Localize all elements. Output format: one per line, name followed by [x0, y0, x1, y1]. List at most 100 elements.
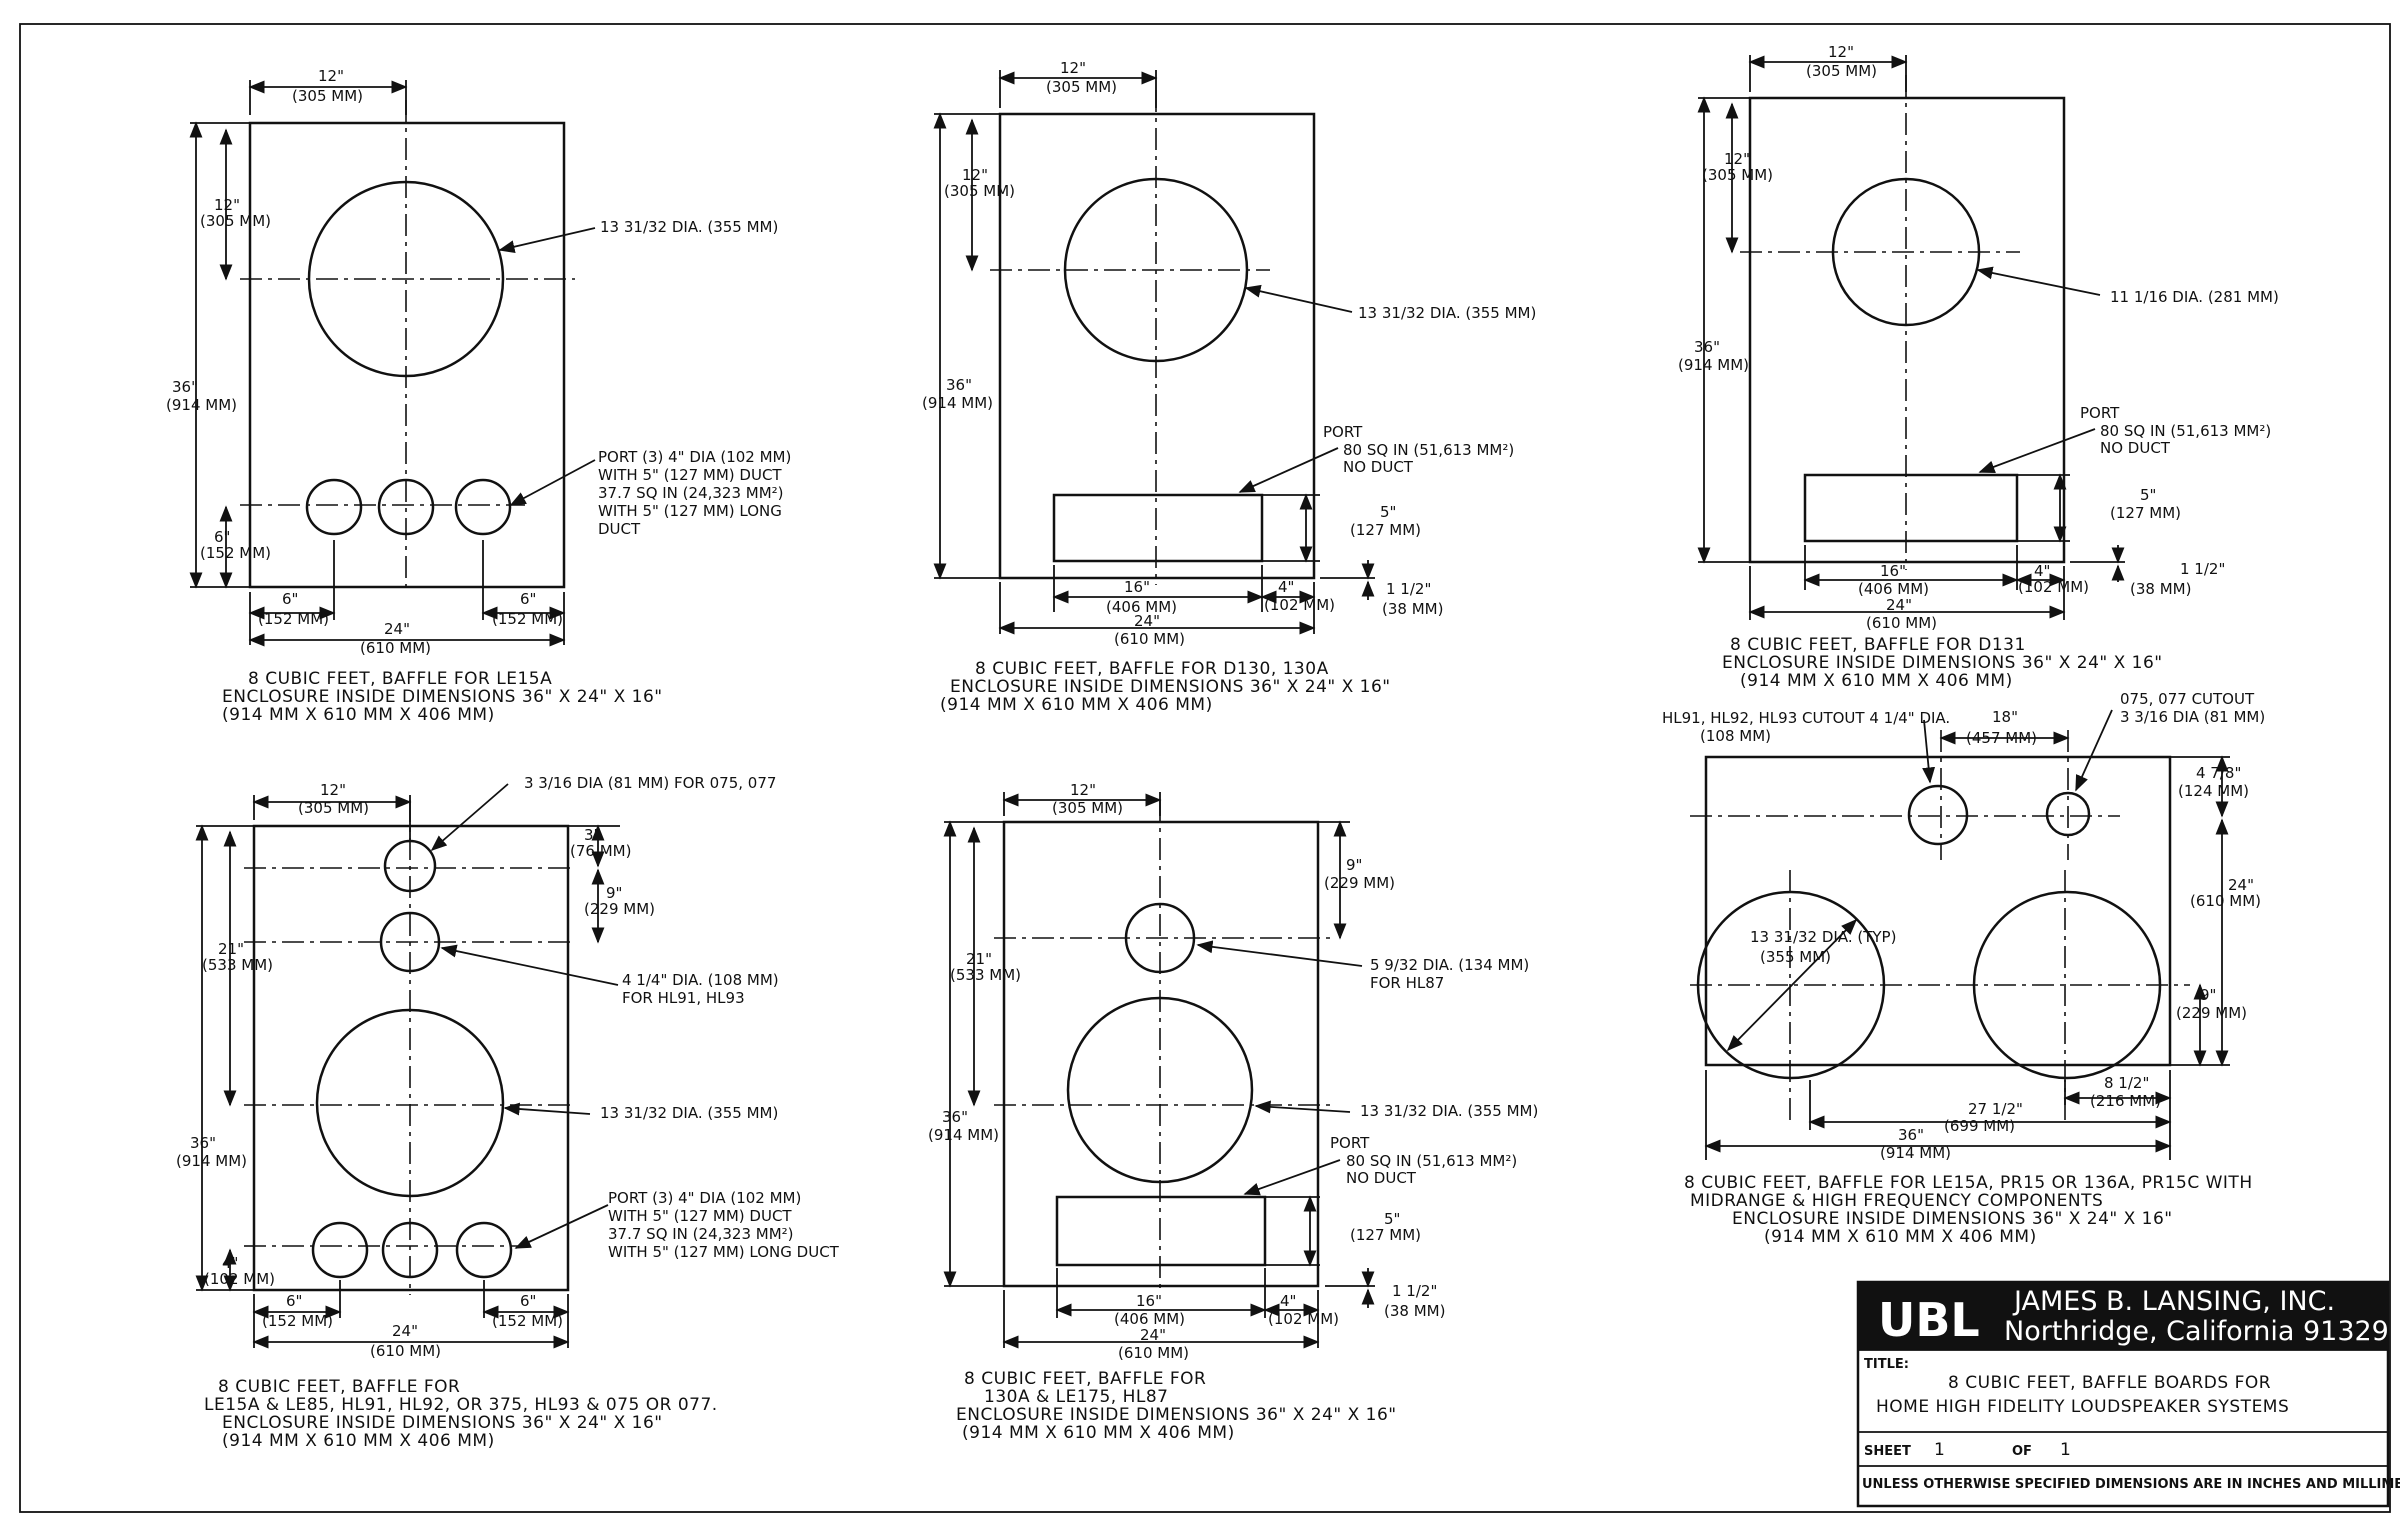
caption-line: ENCLOSURE INSIDE DIMENSIONS 36" X 24" X … [222, 687, 663, 707]
dim-text: (457 MM) [1966, 729, 2037, 747]
panel-horizontal: 13 31/32 DIA. (TYP) (355 MM) HL91, HL92,… [1662, 690, 2265, 1247]
dim-text: (914 MM) [176, 1152, 247, 1170]
dim-text: 3" [584, 826, 600, 844]
port-label: PORT (3) 4" DIA (102 MM) [598, 448, 791, 466]
dim-text: (406 MM) [1858, 580, 1929, 598]
dim-text: 12" [1060, 59, 1086, 77]
baffle-outline [998, 112, 1316, 580]
baffle-outline [1704, 755, 2172, 1067]
dim-text: 16" [1880, 562, 1906, 580]
dim-text: (216 MM) [2090, 1092, 2161, 1110]
port-label: NO DUCT [1343, 458, 1414, 476]
caption-line: (914 MM X 610 MM X 406 MM) [940, 695, 1213, 715]
dim-text: 5" [1384, 1210, 1400, 1228]
caption-line: (914 MM X 610 MM X 406 MM) [222, 1431, 495, 1451]
caption-line: ENCLOSURE INSIDE DIMENSIONS 36" X 24" X … [1722, 653, 2163, 673]
port-hole [305, 478, 363, 536]
dim-text: 12" [1828, 43, 1854, 61]
panel-130a-le175: 12" (305 MM) 36" (914 MM) 21" (533 MM) 9… [928, 781, 1538, 1443]
woofer-label: 13 31/32 DIA. (TYP) [1750, 928, 1896, 946]
port-label: DUCT [598, 520, 641, 538]
dim-text: 24" [1134, 612, 1160, 630]
title-label: TITLE: [1864, 1357, 1909, 1372]
port-label: 80 SQ IN (51,613 MM²) [1343, 441, 1514, 459]
dim-text: (127 MM) [1350, 521, 1421, 539]
dim-text: 1 1/2" [2180, 560, 2225, 578]
of-value: 1 [2060, 1440, 2071, 1460]
woofer-label: (355 MM) [1760, 948, 1831, 966]
dim-text: (533 MM) [202, 956, 273, 974]
dim-text: (229 MM) [584, 900, 655, 918]
panel-d131: 12" (305 MM) 36" (914 MM) 12" (305 MM) 1… [1678, 43, 2279, 691]
dim-text: (102 MM) [1264, 596, 1335, 614]
port-label: PORT [1323, 423, 1363, 441]
cutout-label: 3 3/16 DIA (81 MM) [2120, 708, 2265, 726]
mid-label: 4 1/4" DIA. (108 MM) [622, 971, 779, 989]
caption-line: ENCLOSURE INSIDE DIMENSIONS 36" X 24" X … [222, 1413, 663, 1433]
dim-text: (305 MM) [1702, 166, 1773, 184]
port-label: WITH 5" (127 MM) DUCT [598, 466, 782, 484]
panel-d130: 12" (305 MM) 36" (914 MM) 12" (305 MM) 1… [922, 59, 1536, 715]
dim-text: 4 7/8" [2196, 764, 2241, 782]
dim-text: (610 MM) [1118, 1344, 1189, 1362]
port-slot [1055, 1195, 1267, 1267]
port-label: 80 SQ IN (51,613 MM²) [1346, 1152, 1517, 1170]
caption-line: (914 MM X 610 MM X 406 MM) [1764, 1227, 2037, 1247]
dim-text: 36" [946, 376, 972, 394]
port-label: WITH 5" (127 MM) LONG [598, 502, 782, 520]
dim-text: 21" [218, 940, 244, 958]
woofer-cutout [307, 180, 505, 378]
of-label: OF [2012, 1444, 2032, 1459]
sheet-border [19, 23, 2391, 1513]
cutout-label: HL91, HL92, HL93 CUTOUT 4 1/4" DIA. [1662, 709, 1950, 727]
dim-text: 4" [1278, 578, 1294, 596]
dim-text: (406 MM) [1114, 1310, 1185, 1328]
cutout-label: (108 MM) [1700, 727, 1771, 745]
dim-text: 6" [286, 1292, 302, 1310]
port-hole [377, 478, 435, 536]
port-label: 37.7 SQ IN (24,323 MM²) [598, 484, 784, 502]
midrange-cutout [379, 911, 441, 973]
port-slot [1803, 473, 2019, 543]
dim-text: 1 1/2" [1392, 1282, 1437, 1300]
dim-text: 16" [1136, 1292, 1162, 1310]
sheet-value: 1 [1934, 1440, 1945, 1460]
dim-text: 36" [172, 378, 198, 396]
port-label: WITH 5" (127 MM) DUCT [608, 1207, 792, 1225]
dim-text: (610 MM) [1866, 614, 1937, 632]
dim-text: 36" [190, 1134, 216, 1152]
company-name: JAMES B. LANSING, INC. [2012, 1286, 2335, 1317]
panel-le15a-le85: 12" (305 MM) 36" (914 MM) 21" (533 MM) 4… [176, 774, 840, 1451]
dim-text: (229 MM) [2176, 1004, 2247, 1022]
dim-text: 27 1/2" [1968, 1100, 2023, 1118]
dim-text: (914 MM) [922, 394, 993, 412]
dim-text: (305 MM) [200, 212, 271, 230]
caption-line: ENCLOSURE INSIDE DIMENSIONS 36" X 24" X … [956, 1405, 1397, 1425]
dim-text: (152 MM) [492, 1312, 563, 1330]
dim-text: (124 MM) [2178, 782, 2249, 800]
dim-text: 36" [942, 1108, 968, 1126]
dim-text: 12" [318, 67, 344, 85]
dim-text: 5" [2140, 486, 2156, 504]
dim-text: 9" [1346, 856, 1362, 874]
dim-text: 4" [1280, 1292, 1296, 1310]
dim-text: (305 MM) [292, 87, 363, 105]
dim-text: (38 MM) [1382, 600, 1443, 618]
baffle-outline [248, 121, 566, 589]
tweeter-cutout [2045, 791, 2091, 837]
caption-line: (914 MM X 610 MM X 406 MM) [1740, 671, 2013, 691]
woofer-label: 13 31/32 DIA. (355 MM) [1360, 1102, 1538, 1120]
caption-line: 8 CUBIC FEET, BAFFLE FOR [964, 1369, 1206, 1389]
port-label: NO DUCT [1346, 1169, 1417, 1187]
dim-text: (102 MM) [1268, 1310, 1339, 1328]
caption-line: (914 MM X 610 MM X 406 MM) [222, 705, 495, 725]
port-label: PORT [1330, 1134, 1370, 1152]
units-note: UNLESS OTHERWISE SPECIFIED DIMENSIONS AR… [1862, 1477, 2400, 1492]
dim-text: (305 MM) [1046, 78, 1117, 96]
dim-text: 8 1/2" [2104, 1074, 2149, 1092]
dim-text: 9" [606, 884, 622, 902]
dim-text: 12" [1070, 781, 1096, 799]
port-hole [381, 1221, 439, 1279]
caption-line: 8 CUBIC FEET, BAFFLE FOR LE15A [248, 669, 552, 689]
